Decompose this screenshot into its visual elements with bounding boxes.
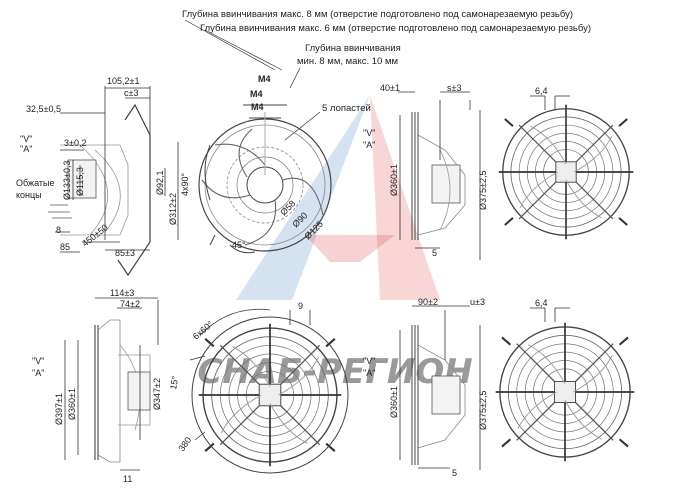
side-view-1: [48, 86, 179, 277]
dim-5-4: 5: [452, 468, 457, 478]
note-depth-8mm: Глубина ввинчивания макс. 8 мм (отверсти…: [182, 9, 573, 20]
dim-d312: Ø312±2: [168, 193, 178, 225]
watermark-logo: СНАБ-РЕГИОН: [197, 95, 473, 392]
dim-m4-2: M4: [250, 89, 263, 99]
dim-d133: Ø133±0,3: [62, 161, 72, 200]
dim-d397: Ø397±1: [54, 393, 64, 425]
dim-4x90: 4x90°: [180, 172, 190, 196]
dim-u: u±3: [470, 297, 485, 307]
dim-m4-1: M4: [258, 74, 271, 84]
dim-d115-3: Ø115,3: [75, 167, 85, 196]
dim-d347: Ø347±2: [152, 378, 162, 410]
dim-90: 90±2: [418, 297, 438, 307]
dim-m4-3: M4: [251, 102, 264, 112]
dim-d375-4: Ø375±2,5: [478, 391, 488, 430]
dim-114: 114±3: [110, 288, 134, 298]
front-view-3: [189, 308, 349, 474]
note-depth-title: Глубина ввинчивания: [305, 43, 401, 54]
dim-380: 380: [176, 435, 193, 453]
dim-105-2: 105,2±1: [107, 76, 139, 86]
label-a: "A": [20, 144, 32, 154]
label-v-4: "V": [363, 356, 375, 366]
note-crimp-1: Обжатые: [16, 178, 54, 188]
dim-45: 45°: [232, 240, 246, 250]
dim-32-5: 32,5±0,5: [26, 104, 61, 114]
fan-guard-view-2: [494, 307, 636, 463]
dim-15: 15°: [168, 375, 180, 391]
dim-40: 40±1: [380, 83, 400, 93]
dim-d360-4: Ø360±1: [389, 386, 399, 418]
dim-c: c±3: [124, 88, 138, 98]
note-blades: 5 лопастей: [322, 103, 371, 114]
dim-74: 74±2: [120, 299, 140, 309]
dim-6-4-2: 6,4: [535, 298, 548, 308]
note-crimp-2: концы: [16, 190, 42, 200]
fan-guard-view-1: [497, 95, 635, 241]
dim-11: 11: [123, 474, 132, 484]
front-view-1: [198, 104, 332, 254]
dim-8: 8: [56, 225, 61, 235]
side-view-4: [399, 305, 481, 470]
dim-85: 85: [60, 242, 70, 252]
note-depth-6mm: Глубина ввинчивания макс. 6 мм (отверсти…: [200, 23, 591, 34]
note-depth-range: мин. 8 мм, макс. 10 мм: [297, 56, 398, 67]
side-view-3: [64, 297, 159, 471]
label-v-2: "V": [363, 128, 375, 138]
watermark-text: СНАБ-РЕГИОН: [197, 352, 472, 392]
dim-9: 9: [298, 301, 303, 311]
dim-3: 3±0,2: [64, 138, 86, 148]
dim-d92-1: Ø92,1: [155, 170, 165, 195]
dim-d360: Ø360±1: [389, 164, 399, 196]
dim-5: 5: [432, 248, 437, 258]
dim-s: s±3: [447, 83, 461, 93]
label-a-3: "A": [32, 368, 44, 378]
label-a-4: "A": [363, 368, 375, 378]
label-v-3: "V": [32, 356, 44, 366]
dim-d375: Ø375±2,5: [478, 171, 488, 210]
dim-6-4: 6,4: [535, 86, 548, 96]
label-a-2: "A": [363, 140, 375, 150]
dim-85-3: 85±3: [115, 248, 135, 258]
dim-d360-3: Ø360±1: [67, 388, 77, 420]
dim-6x60: 6x60°: [191, 319, 215, 342]
label-v: "V": [20, 134, 32, 144]
side-view-2: [398, 91, 481, 260]
